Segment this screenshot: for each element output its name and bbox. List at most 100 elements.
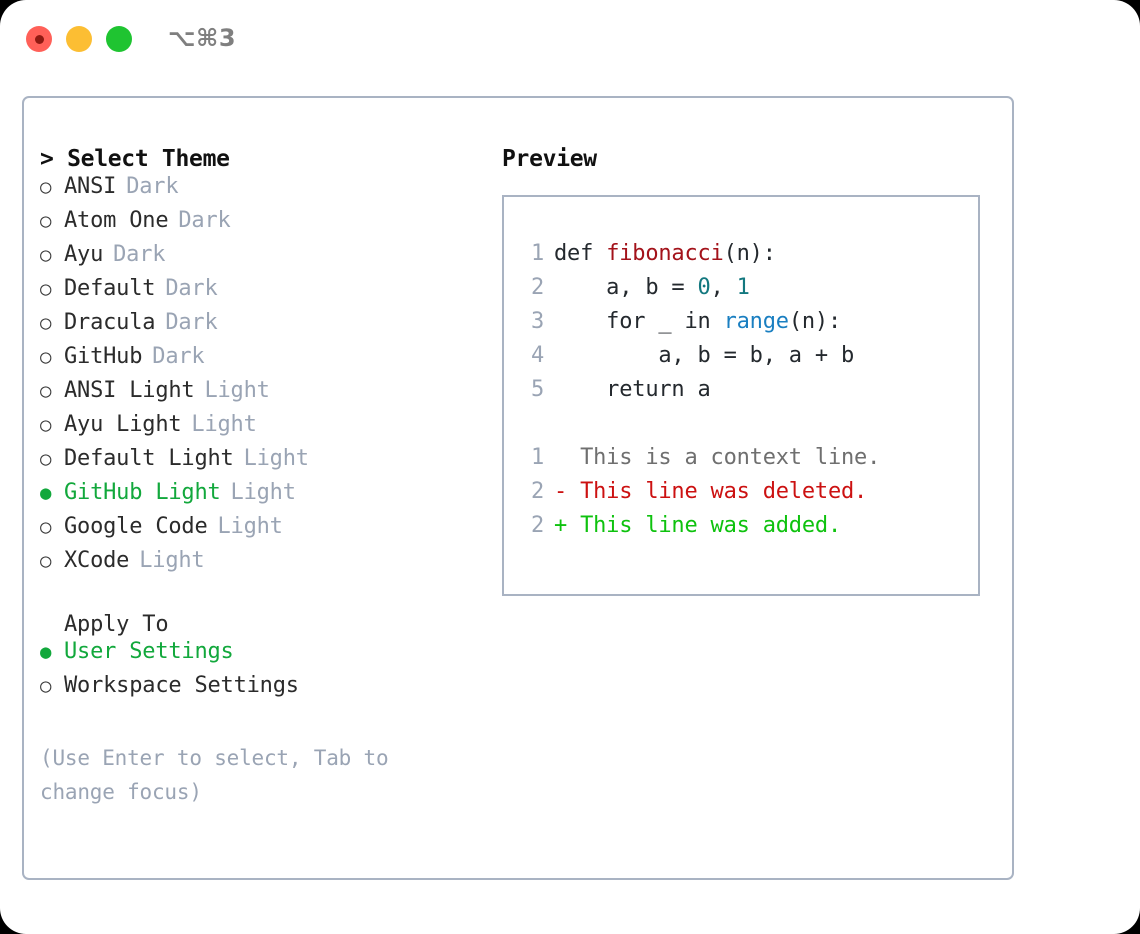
theme-category: Light xyxy=(191,412,257,437)
diff-line-number: 2 xyxy=(530,479,544,504)
radio-unselected-icon: ○ xyxy=(40,278,52,300)
minimize-button[interactable] xyxy=(66,26,92,52)
line-number: 4 xyxy=(530,343,544,368)
diff-line: 2 - This line was deleted. xyxy=(518,479,880,513)
theme-category: Dark xyxy=(113,242,166,267)
theme-name: Google Code xyxy=(64,514,208,539)
apply-to-list: ● User Settings ○ Workspace Settings xyxy=(40,639,490,707)
radio-selected-icon: ● xyxy=(40,482,52,504)
diff-line-text-del: - This line was deleted. xyxy=(554,479,868,504)
theme-name: Atom One xyxy=(64,208,169,233)
line-number: 5 xyxy=(530,377,544,402)
theme-list-item[interactable]: ○ Ayu Light Light xyxy=(40,412,490,446)
theme-name: Ayu Light xyxy=(64,412,182,437)
theme-name: Default Light xyxy=(64,446,234,471)
diff-line: 1 This is a context line. xyxy=(518,445,880,479)
title-bar: ⌥⌘3 xyxy=(0,0,1140,78)
line-number: 2 xyxy=(530,275,544,300)
code-token-num: 0 xyxy=(697,275,711,300)
preview-heading: Preview xyxy=(502,146,597,172)
code-token-plain: (n): xyxy=(723,241,776,266)
radio-unselected-icon: ○ xyxy=(40,176,52,198)
theme-name: XCode xyxy=(64,548,130,573)
radio-unselected-icon: ○ xyxy=(40,346,52,368)
code-token-plain: a, b = xyxy=(554,275,698,300)
theme-list-item[interactable]: ○ Default Dark xyxy=(40,276,490,310)
code-line: 3 for _ in range(n): xyxy=(518,309,880,343)
theme-list-item[interactable]: ○ GitHub Dark xyxy=(40,344,490,378)
keyboard-hint-text: (Use Enter to select, Tab to change focu… xyxy=(40,746,389,804)
radio-unselected-icon: ○ xyxy=(40,210,52,232)
theme-list-item[interactable]: ○ Google Code Light xyxy=(40,514,490,548)
code-token-plain: a, b = b, a + b xyxy=(554,343,855,368)
radio-unselected-icon: ○ xyxy=(40,448,52,470)
radio-unselected-icon: ○ xyxy=(40,380,52,402)
theme-list-item[interactable]: ○ XCode Light xyxy=(40,548,490,582)
theme-category: Light xyxy=(139,548,205,573)
theme-name: ANSI Light xyxy=(64,378,195,403)
apply-to-heading: Apply To xyxy=(64,612,169,637)
close-button[interactable] xyxy=(26,26,52,52)
theme-category: Light xyxy=(230,480,296,505)
radio-selected-icon: ● xyxy=(40,641,52,663)
theme-category: Light xyxy=(204,378,270,403)
keyboard-shortcut-label: ⌥⌘3 xyxy=(168,24,237,52)
apply-to-item[interactable]: ● User Settings xyxy=(40,639,490,673)
code-token-plain: (n): xyxy=(788,309,842,334)
theme-list-item[interactable]: ○ Default Light Light xyxy=(40,446,490,480)
code-token-plain: , xyxy=(710,275,737,300)
code-token-plain: def xyxy=(554,241,607,266)
select-theme-heading: > Select Theme xyxy=(40,146,230,172)
code-token-func: fibonacci xyxy=(606,241,724,266)
theme-category: Dark xyxy=(165,276,218,301)
radio-unselected-icon: ○ xyxy=(40,675,52,697)
apply-to-label: User Settings xyxy=(64,639,234,664)
theme-category: Dark xyxy=(165,310,218,335)
diff-line-number: 1 xyxy=(530,445,544,470)
diff-line: 2 + This line was added. xyxy=(518,513,880,547)
apply-to-label: Workspace Settings xyxy=(64,673,299,698)
code-token-plain: for _ in xyxy=(554,309,724,334)
code-line: 4 a, b = b, a + b xyxy=(518,343,880,377)
maximize-button[interactable] xyxy=(106,26,132,52)
code-token-num: 1 xyxy=(736,275,750,300)
theme-category: Light xyxy=(243,446,309,471)
line-number: 3 xyxy=(530,309,544,334)
theme-name: GitHub xyxy=(64,344,143,369)
radio-unselected-icon: ○ xyxy=(40,516,52,538)
radio-unselected-icon: ○ xyxy=(40,414,52,436)
traffic-lights xyxy=(26,26,132,52)
theme-list-item[interactable]: ○ Atom One Dark xyxy=(40,208,490,242)
theme-list-item[interactable]: ○ ANSI Light Light xyxy=(40,378,490,412)
diff-line-text-add: + This line was added. xyxy=(554,513,841,538)
theme-name: GitHub Light xyxy=(64,480,221,505)
theme-name: Ayu xyxy=(64,242,104,267)
code-line: 2 a, b = 0, 1 xyxy=(518,275,880,309)
theme-list-item[interactable]: ● GitHub Light Light xyxy=(40,480,490,514)
theme-category: Dark xyxy=(152,344,205,369)
theme-name: ANSI xyxy=(64,174,117,199)
theme-name: Default xyxy=(64,276,156,301)
apply-to-item[interactable]: ○ Workspace Settings xyxy=(40,673,490,707)
diff-lines: 1 This is a context line.2- This line wa… xyxy=(518,445,880,547)
theme-category: Dark xyxy=(178,208,231,233)
diff-line-number: 2 xyxy=(530,513,544,538)
line-number: 1 xyxy=(530,241,544,266)
theme-category: Light xyxy=(217,514,283,539)
code-line: 5 return a xyxy=(518,377,880,411)
radio-unselected-icon: ○ xyxy=(40,312,52,334)
code-token-call: range xyxy=(723,309,789,334)
radio-unselected-icon: ○ xyxy=(40,550,52,572)
code-token-plain: return a xyxy=(554,377,711,402)
